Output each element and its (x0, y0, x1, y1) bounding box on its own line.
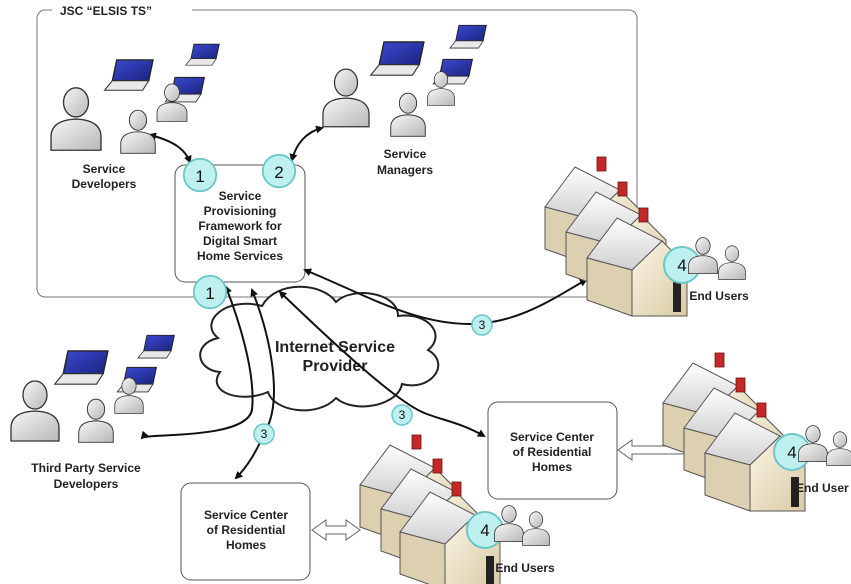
laptop-icon (53, 350, 109, 385)
badge-1-label: 1 (195, 167, 204, 186)
person-icon (10, 380, 60, 442)
badge-1-label: 1 (205, 284, 214, 303)
houses-middle-right (662, 352, 806, 512)
framework-line-3: Framework for (198, 219, 282, 233)
service-managers-line-1: Service (384, 147, 427, 161)
laptop-icon (137, 334, 175, 359)
badge-3-label: 3 (261, 427, 268, 441)
internet-cloud: Internet Service Provider (199, 285, 440, 412)
end-users-label-bottom: End Users (495, 561, 555, 575)
framework-line-4: Digital Smart (203, 234, 277, 248)
badge-4-label: 4 (677, 256, 686, 275)
third-party-line-2: Developers (54, 477, 119, 491)
framework-line-5: Home Services (197, 249, 283, 263)
badge-3-end-users: 3 (471, 314, 493, 336)
service-developers-line-2: Developers (72, 177, 137, 191)
service-center-box-left: Service Center of Residential Homes (180, 482, 311, 581)
badge-3-label: 3 (399, 408, 406, 422)
person-icon (78, 398, 114, 443)
laptop-icon (103, 59, 154, 91)
badge-2-managers: 2 (261, 153, 297, 189)
company-label: JSC “ELSIS TS” (60, 4, 152, 18)
badge-3-label: 3 (479, 318, 486, 332)
service-center-right-line-1: Service Center (510, 430, 594, 444)
end-users-label-top: End Users (689, 289, 749, 303)
person-icon (322, 68, 370, 128)
connection-arrows (140, 125, 588, 480)
laptop-icon (369, 41, 425, 76)
service-center-left-line-1: Service Center (204, 508, 288, 522)
person-icon (120, 109, 156, 154)
framework-line-1: Service (219, 189, 262, 203)
badge-4-label: 4 (787, 443, 796, 462)
framework-line-2: Provisioning (204, 204, 277, 218)
service-center-left-line-2: of Residential (207, 523, 286, 537)
framework-box: Service Provisioning Framework for Digit… (174, 164, 306, 283)
isp-line-1: Internet Service (275, 339, 395, 356)
service-center-right-line-2: of Residential (513, 445, 592, 459)
third-party-line-1: Third Party Service (31, 461, 141, 475)
end-users-middle-right: 4 End User (773, 425, 851, 495)
badge-3-service-center-left: 3 (253, 423, 275, 445)
service-developers-line-1: Service (83, 162, 126, 176)
badge-1-third-party: 1 (192, 274, 228, 310)
badge-3-service-center-right: 3 (391, 404, 413, 426)
third-party-developers-group: Third Party Service Developers (10, 334, 175, 491)
service-managers-line-2: Managers (377, 163, 433, 177)
person-icon (826, 431, 851, 466)
service-center-left-line-3: Homes (226, 538, 266, 552)
laptop-icon (449, 24, 487, 49)
service-center-right-line-3: Homes (532, 460, 572, 474)
laptop-icon (185, 43, 220, 66)
person-icon (522, 511, 550, 546)
service-center-box-right: Service Center of Residential Homes (487, 401, 618, 500)
badge-2-label: 2 (274, 163, 283, 182)
badge-1-developers: 1 (182, 157, 218, 193)
service-developers-group: Service Developers (50, 43, 220, 191)
double-arrow-left (311, 519, 361, 541)
houses-bottom (359, 434, 501, 584)
person-icon (50, 87, 102, 151)
service-managers-group: Service Managers (322, 24, 487, 177)
person-icon (390, 92, 426, 137)
badge-4-label: 4 (480, 521, 489, 540)
end-users-bottom: 4 End Users (466, 505, 555, 575)
end-users-label-middle: End User (796, 481, 849, 495)
person-icon (718, 245, 746, 280)
end-users-top-right: 4 End Users (663, 237, 749, 303)
isp-line-2: Provider (303, 358, 368, 375)
